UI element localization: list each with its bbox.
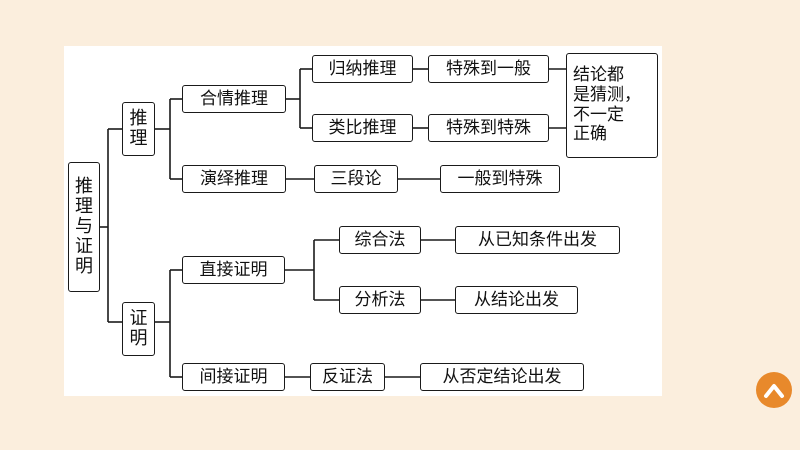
- plausible-reasoning-label: 合情推理: [200, 88, 268, 109]
- indirect-proof-node: 间接证明: [182, 363, 285, 391]
- analogy-node: 类比推理: [312, 114, 413, 142]
- deductive-desc: 一般到特殊: [457, 168, 543, 189]
- synthesis-method-label: 综合法: [354, 229, 406, 250]
- chevron-up-icon: [764, 384, 784, 398]
- syllogism-label: 三段论: [330, 168, 382, 189]
- indirect-proof-label: 间接证明: [199, 366, 268, 387]
- deductive-reasoning-node: 演绎推理: [182, 165, 286, 193]
- synthesis-desc-node: 从已知条件出发: [455, 226, 620, 254]
- connector-lines: [100, 68, 566, 378]
- plausible-reasoning-node: 合情推理: [182, 85, 286, 113]
- syllogism-node: 三段论: [314, 165, 398, 193]
- diagram-panel: 推 理 与 证 明 推 理 合情推理 归纳推理 特殊到一般 类比推理 特殊到特殊…: [64, 46, 662, 396]
- proof-node: 证 明: [122, 302, 155, 356]
- synthesis-method-node: 综合法: [339, 226, 421, 254]
- induction-desc: 特殊到一般: [446, 58, 531, 79]
- conclusion-note: 结论都 是猜测， 不一定 正确: [566, 53, 658, 158]
- induction-node: 归纳推理: [312, 55, 413, 83]
- analogy-desc: 特殊到特殊: [446, 117, 531, 138]
- analysis-desc-node: 从结论出发: [455, 286, 578, 314]
- root-char: 理: [75, 195, 93, 217]
- analysis-method-node: 分析法: [339, 286, 421, 314]
- analogy-desc-node: 特殊到特殊: [428, 114, 549, 142]
- contradiction-method-node: 反证法: [310, 363, 385, 391]
- deductive-reasoning-label: 演绎推理: [200, 168, 268, 189]
- reasoning-char: 推: [129, 107, 148, 129]
- nav-up-button[interactable]: [756, 372, 792, 408]
- root-char: 与: [75, 215, 93, 237]
- root-char: 证: [75, 236, 93, 258]
- conclusion-line: 是猜测，: [573, 84, 641, 105]
- proof-char: 证: [129, 307, 148, 329]
- direct-proof-label: 直接证明: [199, 259, 268, 280]
- induction-desc-node: 特殊到一般: [428, 55, 549, 83]
- analysis-method-label: 分析法: [354, 289, 406, 310]
- contradiction-method-label: 反证法: [322, 366, 373, 387]
- reasoning-char: 理: [129, 128, 148, 149]
- indirect-desc: 从否定结论出发: [442, 366, 562, 387]
- root-char: 明: [75, 256, 93, 278]
- analysis-desc: 从结论出发: [474, 289, 559, 310]
- synthesis-desc: 从已知条件出发: [478, 229, 597, 250]
- reasoning-node: 推 理: [122, 102, 155, 156]
- conclusion-line: 正确: [573, 124, 607, 145]
- deductive-desc-node: 一般到特殊: [440, 165, 560, 193]
- analogy-label: 类比推理: [328, 117, 397, 138]
- root-node: 推 理 与 证 明: [68, 162, 100, 292]
- induction-label: 归纳推理: [328, 58, 397, 79]
- indirect-desc-node: 从否定结论出发: [420, 363, 584, 391]
- conclusion-line: 结论都: [573, 65, 624, 86]
- root-char: 推: [75, 175, 93, 197]
- direct-proof-node: 直接证明: [182, 256, 285, 284]
- conclusion-line: 不一定: [573, 104, 624, 125]
- proof-char: 明: [129, 328, 148, 349]
